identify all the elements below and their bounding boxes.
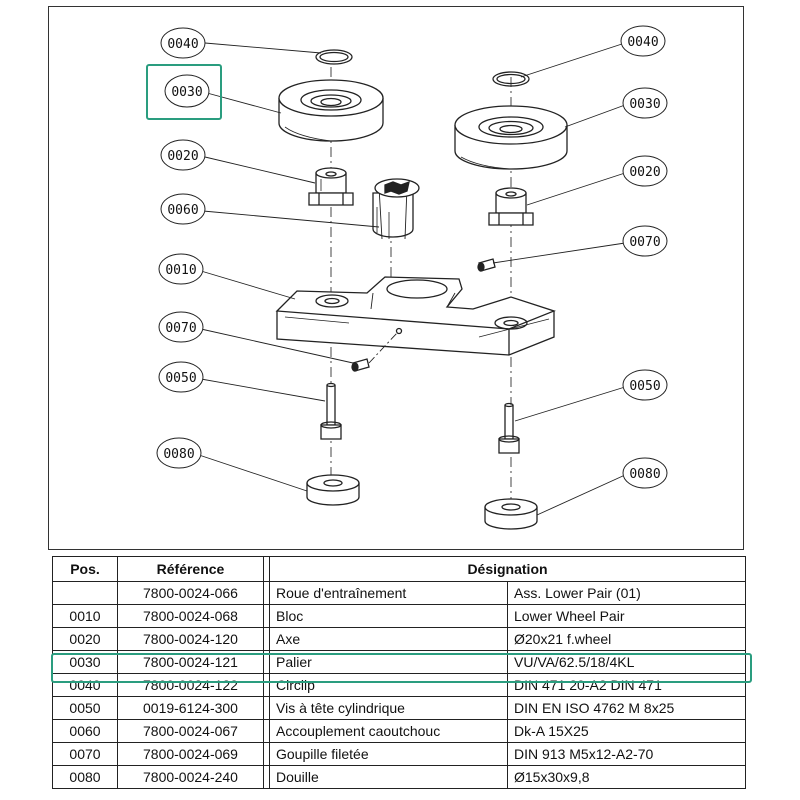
cell-spec: DIN 471 20-A2 DIN 471 <box>507 673 746 697</box>
cell-pos: 0030 <box>52 650 118 674</box>
callout-labels: 0040 0030 0020 0060 0010 0070 0050 0080 … <box>163 35 660 482</box>
cell-reference: 0019-6124-300 <box>117 696 264 720</box>
cell-reference: 7800-0024-066 <box>117 581 264 605</box>
header-reference: Référence <box>117 556 264 582</box>
cell-spec: VU/VA/62.5/18/4KL <box>507 650 746 674</box>
cell-spec: Lower Wheel Pair <box>507 604 746 628</box>
cell-spec: DIN 913 M5x12-A2-70 <box>507 742 746 766</box>
callout-0040-right: 0040 <box>627 35 658 50</box>
axle-right <box>488 187 534 226</box>
cell-designation: Vis à tête cylindrique <box>269 696 508 720</box>
callout-0040-left: 0040 <box>167 37 198 52</box>
cell-reference: 7800-0024-067 <box>117 719 264 743</box>
screw-right <box>498 402 520 454</box>
cell-reference: 7800-0024-120 <box>117 627 264 651</box>
circlip-left <box>315 49 353 65</box>
parts-table: Pos. Référence Désignation 7800-0024-066… <box>52 556 746 789</box>
set-screw-left <box>351 327 403 372</box>
cell-designation: Douille <box>269 765 508 789</box>
cell-spec: Dk-A 15X25 <box>507 719 746 743</box>
cell-designation: Accouplement caoutchouc <box>269 719 508 743</box>
cell-spec: DIN EN ISO 4762 M 8x25 <box>507 696 746 720</box>
callout-0070-left: 0070 <box>165 321 196 336</box>
callout-0060-left: 0060 <box>167 203 198 218</box>
rubber-coupling <box>372 178 420 240</box>
exploded-view-drawing: 0040 0030 0020 0060 0010 0070 0050 0080 … <box>156 25 668 530</box>
callout-0030-right: 0030 <box>629 97 660 112</box>
header-pos: Pos. <box>52 556 118 582</box>
callout-0080-left: 0080 <box>163 447 194 462</box>
leader-lines <box>198 42 626 516</box>
cell-pos: 0050 <box>52 696 118 720</box>
callout-0020-left: 0020 <box>167 149 198 164</box>
bushing-right <box>484 498 538 530</box>
callout-0030-left: 0030 <box>171 85 202 100</box>
cell-designation: Roue d'entraînement <box>269 581 508 605</box>
screw-left <box>320 382 342 440</box>
cell-reference: 7800-0024-122 <box>117 673 264 697</box>
exploded-view-frame: 0040 0030 0020 0060 0010 0070 0050 0080 … <box>48 6 744 550</box>
cell-reference: 7800-0024-068 <box>117 604 264 628</box>
circlip-right <box>492 71 530 87</box>
cell-designation: Axe <box>269 627 508 651</box>
cell-pos: 0070 <box>52 742 118 766</box>
cell-pos <box>52 581 118 605</box>
cell-designation: Palier <box>269 650 508 674</box>
callout-circles <box>156 25 668 489</box>
callout-0020-right: 0020 <box>629 165 660 180</box>
cell-spec: Ø20x21 f.wheel <box>507 627 746 651</box>
cell-reference: 7800-0024-121 <box>117 650 264 674</box>
cell-pos: 0040 <box>52 673 118 697</box>
table-header-row: Pos. Référence Désignation <box>52 556 746 582</box>
cell-reference: 7800-0024-240 <box>117 765 264 789</box>
callout-0070-right: 0070 <box>629 235 660 250</box>
cell-designation: Circlip <box>269 673 508 697</box>
callout-0010-left: 0010 <box>165 263 196 278</box>
block-base <box>275 276 556 356</box>
cell-reference: 7800-0024-069 <box>117 742 264 766</box>
cell-pos: 0020 <box>52 627 118 651</box>
axle-left <box>308 167 354 206</box>
bearing-left <box>278 79 384 142</box>
bushing-left <box>306 474 360 506</box>
callout-0050-right: 0050 <box>629 379 660 394</box>
header-designation: Désignation <box>269 556 746 582</box>
cell-pos: 0080 <box>52 765 118 789</box>
cell-designation: Goupille filetée <box>269 742 508 766</box>
cell-spec: Ass. Lower Pair (01) <box>507 581 746 605</box>
cell-designation: Bloc <box>269 604 508 628</box>
callout-0080-right: 0080 <box>629 467 660 482</box>
set-screw-right <box>477 258 496 272</box>
callout-0050-left: 0050 <box>165 371 196 386</box>
cell-pos: 0010 <box>52 604 118 628</box>
cell-spec: Ø15x30x9,8 <box>507 765 746 789</box>
cell-pos: 0060 <box>52 719 118 743</box>
bearing-right <box>454 105 568 170</box>
